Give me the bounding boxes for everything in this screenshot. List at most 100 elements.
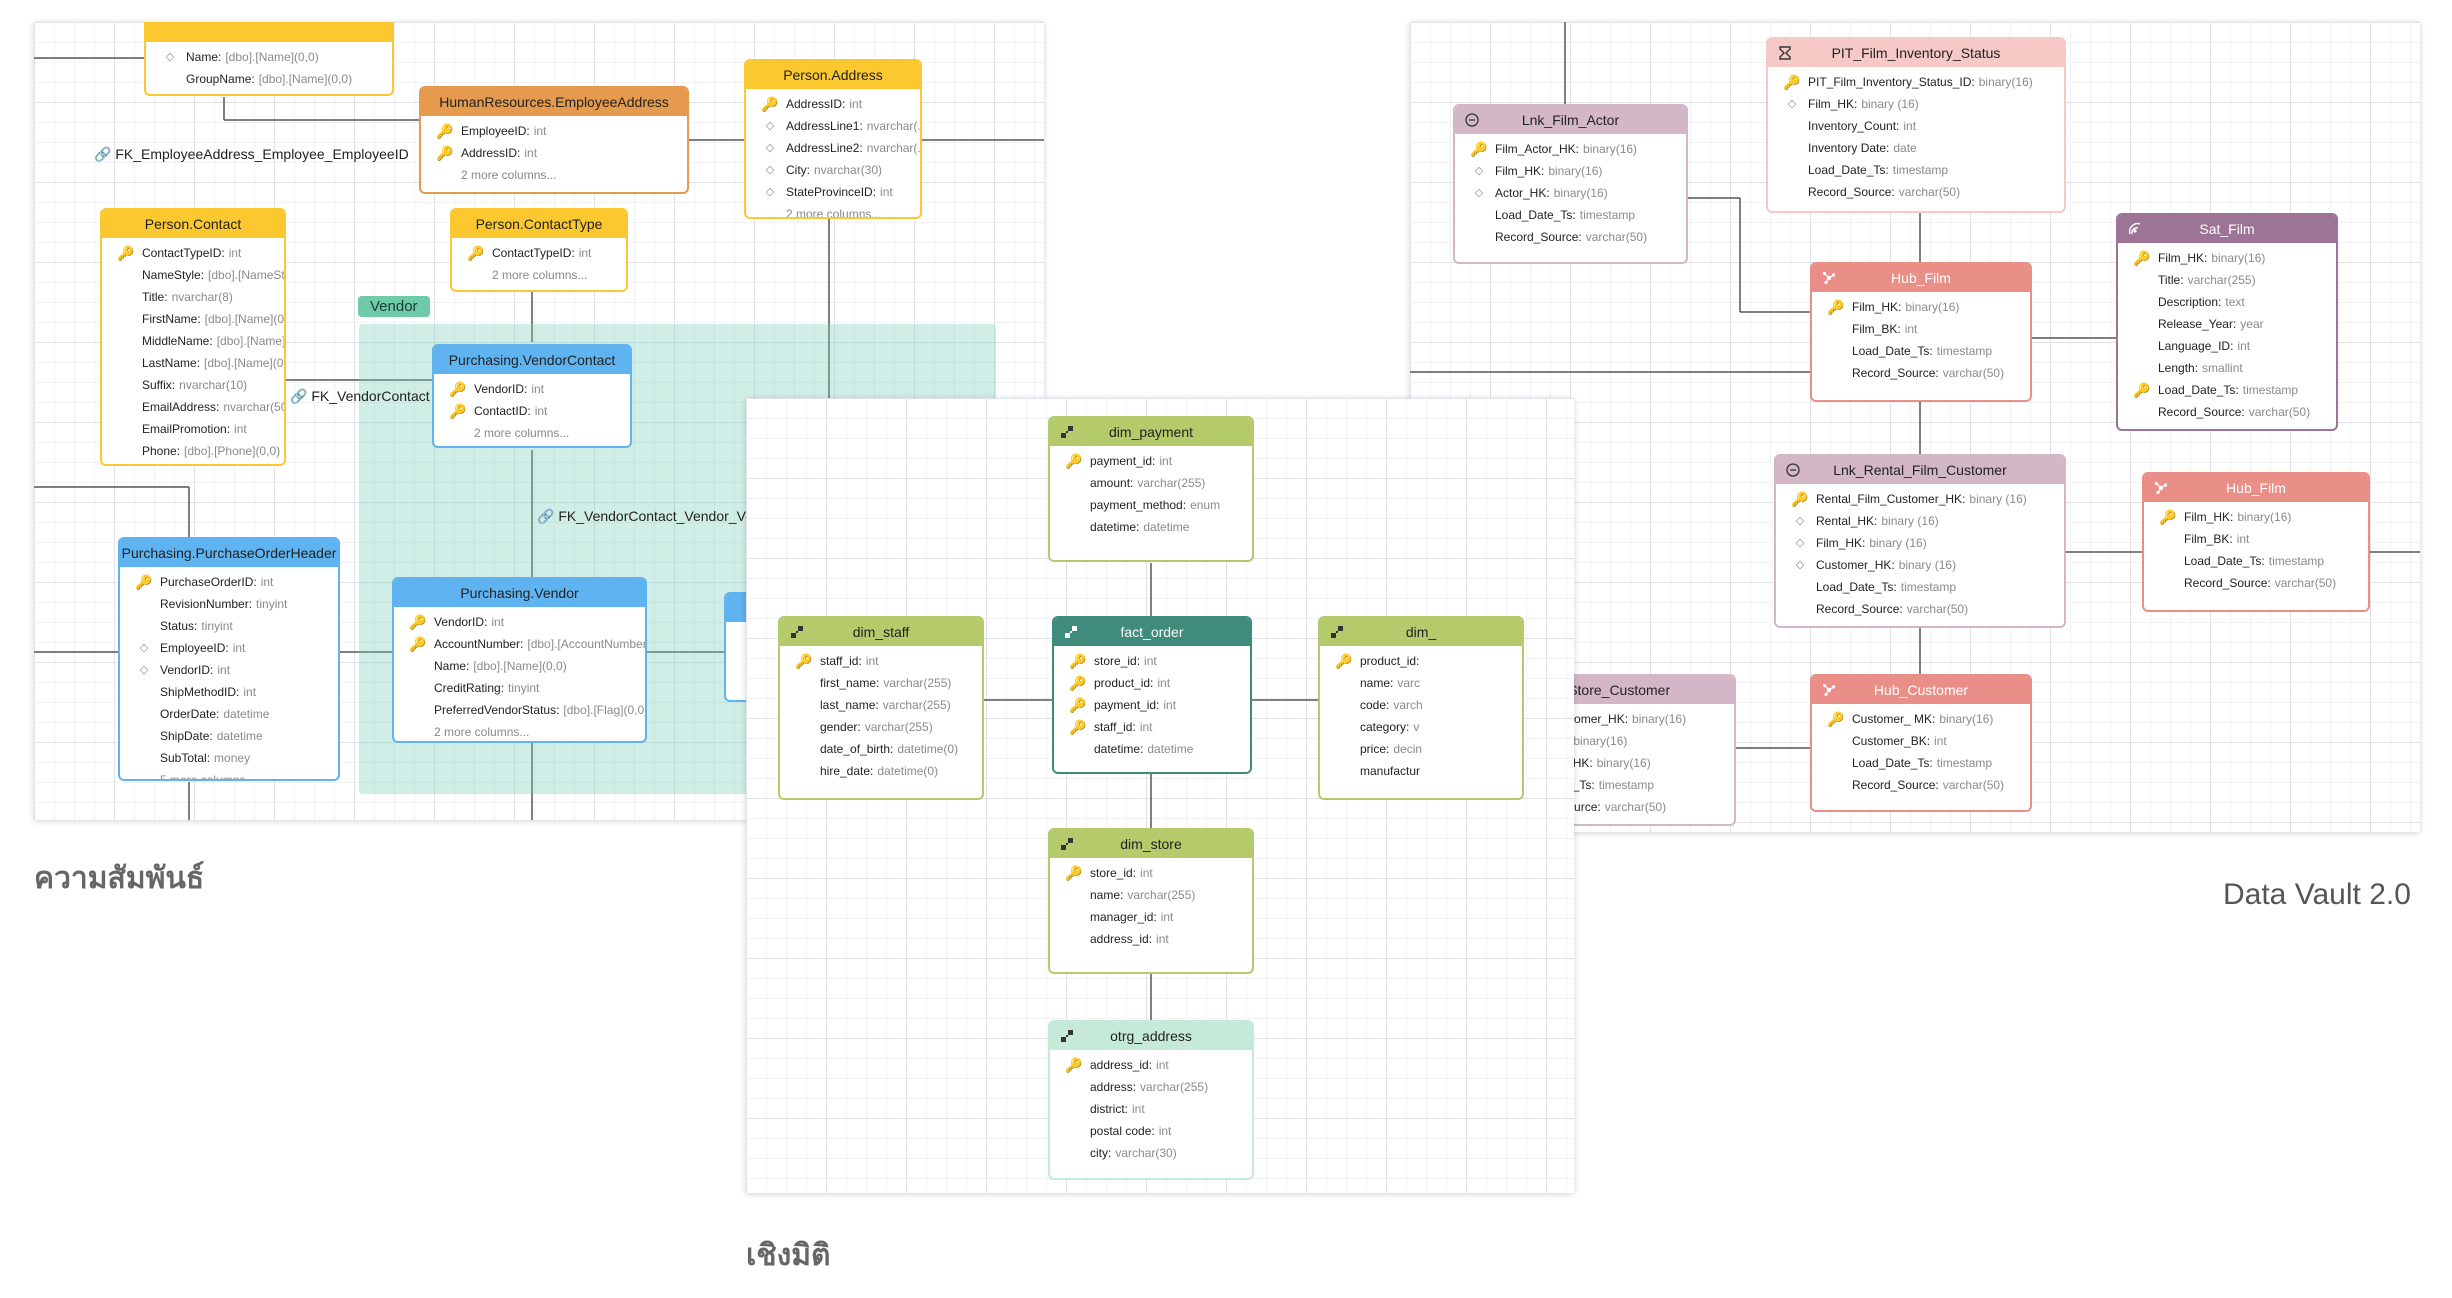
column-row[interactable]: Language_ID:int — [2118, 335, 2336, 357]
column-row[interactable]: 🔑store_id:int — [1050, 862, 1252, 884]
column-row[interactable]: ◇Film_HK:binary (16) — [1776, 532, 2064, 554]
column-row[interactable]: Load_Date_Ts:timestamp — [1455, 204, 1686, 226]
column-row[interactable]: 2 more columns... — [394, 721, 645, 741]
column-row[interactable]: ShipDate:datetime — [120, 725, 338, 747]
entity-header[interactable]: dim_payment — [1050, 418, 1252, 446]
column-row[interactable]: Load_Date_Ts:timestamp — [1776, 576, 2064, 598]
column-row[interactable]: 🔑PIT_Film_Inventory_Status_ID:binary(16) — [1768, 71, 2064, 93]
column-row[interactable]: hire_date:datetime(0) — [780, 760, 982, 782]
column-row[interactable]: 🔑ContactTypeID:int — [452, 242, 626, 264]
column-row[interactable]: 🔑EmployeeID:int — [421, 120, 687, 142]
entity-lnk-film-actor[interactable]: Lnk_Film_Actor🔑Film_Actor_HK:binary(16)◇… — [1453, 104, 1688, 264]
entity-header[interactable]: HumanResources.EmployeeAddress — [421, 88, 687, 116]
column-row[interactable]: address_id:int — [1050, 928, 1252, 950]
entity-purchasing-vendor[interactable]: Purchasing.Vendor 🔑VendorID:int🔑AccountNu… — [392, 577, 647, 743]
column-row[interactable]: FirstName:[dbo].[Name](0... — [102, 308, 284, 330]
entity-header[interactable]: Hub_Customer — [1812, 676, 2030, 704]
entity-purchasing-purchaseorderheader[interactable]: Purchasing.PurchaseOrderHeader 🔑PurchaseO… — [118, 537, 340, 781]
column-row[interactable]: 5 more columns... — [102, 462, 284, 464]
column-row[interactable]: 🔑Film_Actor_HK:binary(16) — [1455, 138, 1686, 160]
column-row[interactable]: 2 more columns... — [746, 203, 920, 217]
datavault-canvas[interactable]: PIT_Film_Inventory_Status 🔑PIT_Film_Inven… — [1410, 22, 2420, 832]
column-row[interactable]: ◇Film_HK:binary(16) — [1455, 160, 1686, 182]
column-row[interactable]: 🔑VendorID:int — [434, 378, 630, 400]
column-row[interactable]: 🔑store_id:int — [1054, 650, 1250, 672]
column-row[interactable]: Description:text — [2118, 291, 2336, 313]
column-row[interactable]: first_name:varchar(255) — [780, 672, 982, 694]
column-row[interactable]: 🔑ContactTypeID:int — [102, 242, 284, 264]
column-row[interactable]: ◇Actor_HK:binary(16) — [1455, 182, 1686, 204]
column-row[interactable]: Inventory_Count:int — [1768, 115, 2064, 137]
column-row[interactable]: ◇AddressLine2:nvarchar(... — [746, 137, 920, 159]
column-row[interactable]: price:decin — [1320, 738, 1522, 760]
column-row[interactable]: Record_Source:varchar(50) — [2144, 572, 2368, 594]
column-row[interactable]: ◇City:nvarchar(30) — [746, 159, 920, 181]
entity-header[interactable]: Hub_Film — [1812, 264, 2030, 292]
column-row[interactable]: Record_Source:varchar(50) — [1812, 774, 2030, 796]
column-row[interactable]: Record_Source:varchar(50) — [1812, 362, 2030, 384]
entity-header[interactable]: Lnk_Rental_Film_Customer — [1776, 456, 2064, 484]
column-row[interactable]: 🔑Film_HK:binary(16) — [2118, 247, 2336, 269]
entity-person-address[interactable]: Person.Address🔑AddressID:int◇AddressLine… — [744, 59, 922, 219]
entity-hr-employeeaddress[interactable]: HumanResources.EmployeeAddress 🔑EmployeeI… — [419, 86, 689, 194]
entity-header[interactable]: Purchasing.PurchaseOrderHeader — [120, 539, 338, 567]
column-row[interactable]: 🔑Film_HK:binary(16) — [1812, 296, 2030, 318]
column-row[interactable]: name:varchar(255) — [1050, 884, 1252, 906]
column-row[interactable]: manager_id:int — [1050, 906, 1252, 928]
column-row[interactable]: 2 more columns... — [434, 422, 630, 444]
column-row[interactable]: EmailAddress:nvarchar(50) — [102, 396, 284, 418]
column-row[interactable]: ModifiedDate:datetime — [146, 90, 392, 94]
column-row[interactable]: ◇Name:[dbo].[Name](0,0) — [146, 46, 392, 68]
column-row[interactable]: Inventory Date:date — [1768, 137, 2064, 159]
entity-hub-customer[interactable]: Hub_Customer🔑Customer_ MK:binary(16)Cust… — [1810, 674, 2032, 812]
column-row[interactable]: Load_Date_Ts:timestamp — [1812, 752, 2030, 774]
column-row[interactable]: ◇StateProvinceID:int — [746, 181, 920, 203]
entity-header[interactable]: Person.Contact — [102, 210, 284, 238]
column-row[interactable]: Film_BK:int — [2144, 528, 2368, 550]
column-row[interactable]: Name:[dbo].[Name](0,0) — [394, 655, 645, 677]
column-row[interactable]: OrderDate:datetime — [120, 703, 338, 725]
column-row[interactable]: 🔑AccountNumber:[dbo].[AccountNumber]... — [394, 633, 645, 655]
entity-top-partial[interactable]: ◇Name:[dbo].[Name](0,0)GroupName:[dbo].[… — [144, 22, 394, 96]
entity-header[interactable]: Sat_Film — [2118, 215, 2336, 243]
entity-purchasing-vendorcontact[interactable]: Purchasing.VendorContact🔑VendorID:int🔑Co… — [432, 344, 632, 448]
column-row[interactable]: CreditRating:tinyint — [394, 677, 645, 699]
column-row[interactable]: Customer_BK:int — [1812, 730, 2030, 752]
column-row[interactable]: Record_Source:varchar(50) — [1768, 181, 2064, 203]
entity-header[interactable]: Person.Address — [746, 61, 920, 89]
entity-header[interactable]: PIT_Film_Inventory_Status — [1768, 39, 2064, 67]
column-row[interactable]: SubTotal:money — [120, 747, 338, 769]
column-row[interactable]: address:varchar(255) — [1050, 1076, 1252, 1098]
column-row[interactable]: 🔑VendorID:int — [394, 611, 645, 633]
column-row[interactable]: postal code:int — [1050, 1120, 1252, 1142]
column-row[interactable]: ◇VendorID:int — [120, 659, 338, 681]
column-row[interactable]: Length:smallint — [2118, 357, 2336, 379]
column-row[interactable]: district:int — [1050, 1098, 1252, 1120]
column-row[interactable]: 🔑PurchaseOrderID:int — [120, 571, 338, 593]
entity-header[interactable]: Purchasing.Vendor — [394, 579, 645, 607]
entity-header[interactable]: otrg_address — [1050, 1022, 1252, 1050]
column-row[interactable]: 🔑address_id:int — [1050, 1054, 1252, 1076]
column-row[interactable]: 🔑product_id:int — [1054, 672, 1250, 694]
column-row[interactable]: 2 more columns... — [452, 264, 626, 286]
column-row[interactable]: LastName:[dbo].[Name](0... — [102, 352, 284, 374]
column-row[interactable]: date_of_birth:datetime(0) — [780, 738, 982, 760]
column-row[interactable]: Record_Source:varchar(50) — [1776, 598, 2064, 620]
column-row[interactable]: EmailPromotion:int — [102, 418, 284, 440]
column-row[interactable]: Title:nvarchar(8) — [102, 286, 284, 308]
entity-sat-film[interactable]: Sat_Film 🔑Film_HK:binary(16)Title:varchar… — [2116, 213, 2338, 431]
column-row[interactable]: Title:varchar(255) — [2118, 269, 2336, 291]
column-row[interactable]: Status:tinyint — [120, 615, 338, 637]
column-row[interactable]: ◇Rental_HK:binary (16) — [1776, 510, 2064, 532]
column-row[interactable]: PreferredVendorStatus:[dbo].[Flag](0,0) — [394, 699, 645, 721]
column-row[interactable]: ◇Customer_HK:binary (16) — [1776, 554, 2064, 576]
column-row[interactable]: 5 more columns... — [120, 769, 338, 779]
column-row[interactable]: ◇Film_HK:binary (16) — [1768, 93, 2064, 115]
column-row[interactable]: Load_Date_Ts:timestamp — [1768, 159, 2064, 181]
